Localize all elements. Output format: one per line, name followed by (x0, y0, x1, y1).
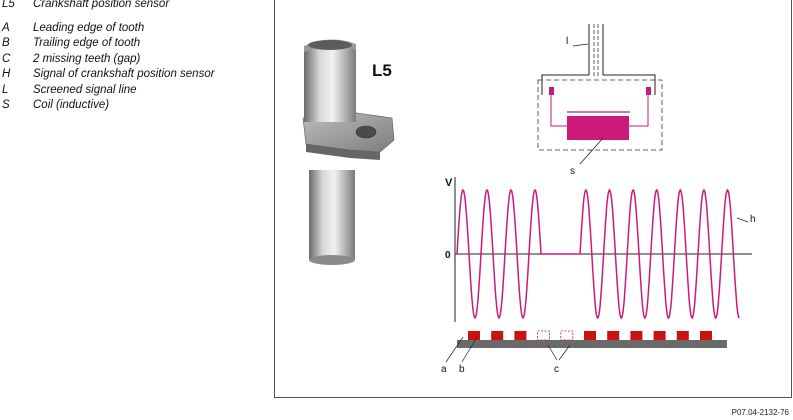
legend-code: C (2, 52, 11, 65)
legend-code: A (2, 21, 10, 34)
legend-code: H (2, 68, 11, 80)
coil-lead-left (550, 95, 567, 127)
coil-lead-right (628, 95, 649, 127)
leader-line-c (547, 344, 558, 361)
wheel-tooth (653, 331, 666, 340)
leader-line-a (445, 336, 464, 363)
wire-left (541, 74, 589, 95)
legend-text: Trailing edge of tooth (33, 37, 141, 49)
gap-label: c (554, 364, 559, 375)
schematic: l s (537, 24, 663, 177)
figure-frame (274, 0, 792, 398)
leader-line-b (461, 336, 478, 363)
leader-line-c (558, 344, 571, 361)
coil (567, 116, 629, 140)
sensor-housing (304, 46, 356, 122)
legend-text: Coil (inductive) (33, 99, 110, 111)
legend-text: Signal of crankshaft position sensor (33, 68, 215, 80)
edge-b-label: b (459, 364, 465, 375)
leader-line-h (736, 217, 749, 223)
axis-zero-label: 0 (445, 250, 451, 261)
connector-opening (308, 40, 352, 50)
legend-text: Leading edge of tooth (33, 21, 145, 34)
leader-line-l (572, 43, 589, 47)
sensor-tip (309, 170, 355, 260)
signal-wave-segment (579, 188, 740, 320)
wheel-rim (457, 340, 727, 348)
sensor-tip-end (309, 255, 355, 265)
legend-text: 2 missing teeth (gap) (33, 52, 141, 65)
edge-a-label: a (441, 364, 447, 375)
wheel-tooth (676, 331, 689, 340)
sensor-illustration: L5 (302, 39, 395, 265)
missing-tooth (537, 330, 550, 341)
mounting-hole (355, 125, 377, 139)
line-label: l (566, 36, 568, 47)
wheel-tooth (514, 331, 527, 340)
coil-label: s (570, 166, 575, 177)
legend-code: B (2, 37, 10, 49)
legend-text: Screened signal line (33, 83, 137, 96)
wheel-tooth (584, 331, 596, 340)
wheel-tooth (607, 331, 620, 340)
signal-wave-segment (456, 188, 542, 320)
terminal-left (549, 87, 554, 95)
leader-line-s (579, 137, 604, 165)
wheel-tooth (700, 331, 712, 340)
wire-right (603, 74, 656, 95)
legend-text: Crankshaft position sensor (33, 0, 170, 10)
sensor-flange-side (306, 144, 380, 160)
screen-housing (537, 79, 663, 151)
signal-graph: V 0 h (445, 177, 756, 322)
wheel-tooth (491, 331, 504, 340)
component-label: L5 (372, 61, 392, 80)
terminal-right (646, 87, 651, 95)
figure-reference: P07.04-2132-76 (731, 408, 789, 417)
signal-label: h (750, 214, 756, 225)
legend-code: S (2, 99, 10, 111)
legend-code: L5 (2, 0, 15, 10)
legend-code: L (2, 83, 9, 96)
trigger-wheel: a b c (441, 330, 727, 375)
axis-v-label: V (445, 177, 453, 189)
missing-tooth (560, 330, 574, 341)
wheel-tooth (630, 331, 643, 340)
wheel-tooth (468, 331, 480, 340)
